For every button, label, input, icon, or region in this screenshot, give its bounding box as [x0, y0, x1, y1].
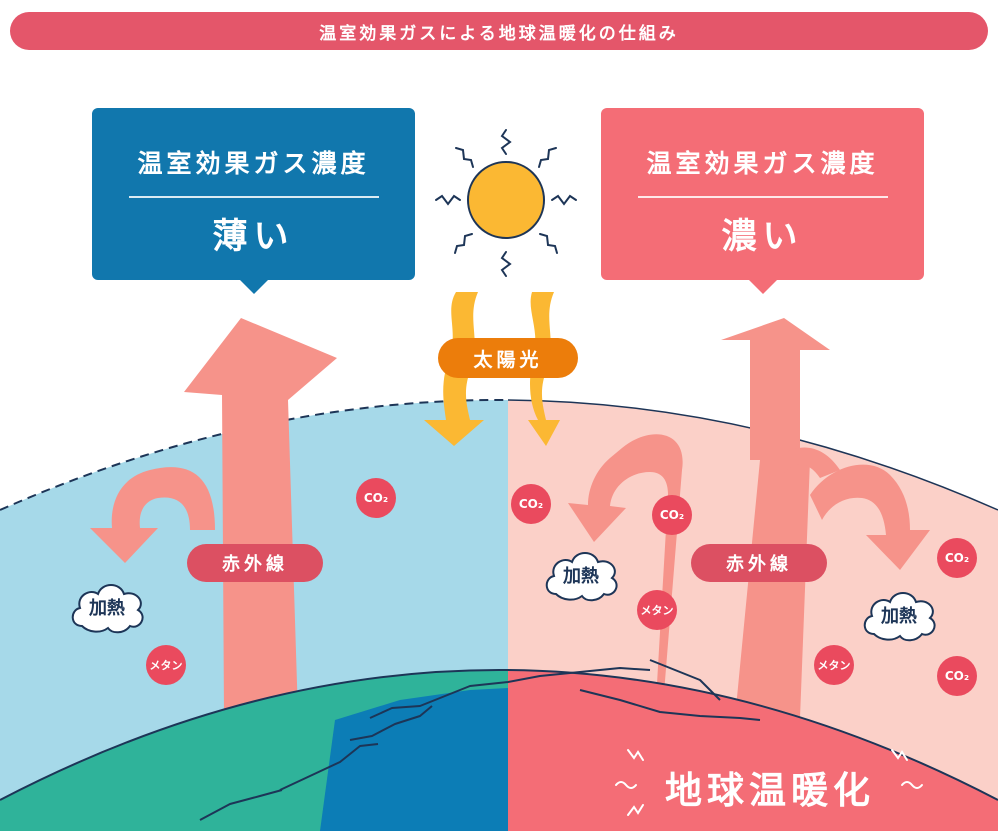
co2-molecule: CO₂	[937, 538, 977, 578]
concentration-box-thin: 温室効果ガス濃度 薄い	[92, 108, 415, 294]
infrared-arrows-right	[568, 318, 930, 718]
earth-red	[508, 670, 998, 831]
methane-molecule: メタン	[146, 645, 186, 685]
infrared-arrows-left	[90, 318, 337, 715]
concentration-divider	[128, 196, 379, 198]
global-warming-label: 地球温暖化	[665, 769, 875, 812]
earth-ocean-left	[320, 688, 508, 831]
concentration-value: 濃い	[721, 217, 804, 257]
heating-label: 加熱	[563, 566, 599, 587]
heating-cloud: 加熱	[542, 546, 620, 604]
concentration-label: 温室効果ガス濃度	[646, 149, 879, 178]
concentration-divider	[637, 196, 888, 198]
infrared-label: 赤外線	[187, 544, 323, 582]
co2-molecule: CO₂	[937, 656, 977, 696]
box-pointer	[747, 279, 778, 294]
atmosphere-boundary-solid	[508, 399, 998, 511]
co2-molecule: CO₂	[511, 484, 551, 524]
methane-molecule: メタン	[814, 645, 854, 685]
co2-molecule: CO₂	[356, 478, 396, 518]
atmosphere-boundary-dashed	[0, 399, 508, 511]
heating-cloud: 加熱	[68, 578, 146, 636]
heating-cloud: 加熱	[860, 586, 938, 644]
heating-label: 加熱	[89, 598, 125, 619]
japan-outline	[199, 659, 761, 821]
earth-outline	[0, 669, 998, 801]
cloud-icon	[71, 584, 144, 634]
concentration-box-thick: 温室効果ガス濃度 濃い	[601, 108, 924, 294]
diagram-title: 温室効果ガスによる地球温暖化の仕組み	[10, 12, 988, 50]
co2-molecule: CO₂	[652, 495, 692, 535]
methane-molecule: メタン	[637, 590, 677, 630]
concentration-label: 温室効果ガス濃度	[137, 149, 370, 178]
sun-icon	[435, 129, 577, 277]
warming-squiggles	[615, 749, 923, 816]
concentration-value: 薄い	[212, 217, 295, 257]
box-pointer	[238, 279, 269, 294]
cloud-icon	[545, 552, 618, 602]
cloud-icon	[863, 592, 936, 642]
sunlight-label: 太陽光	[438, 338, 578, 378]
infrared-label: 赤外線	[691, 544, 827, 582]
heating-label: 加熱	[881, 606, 917, 627]
